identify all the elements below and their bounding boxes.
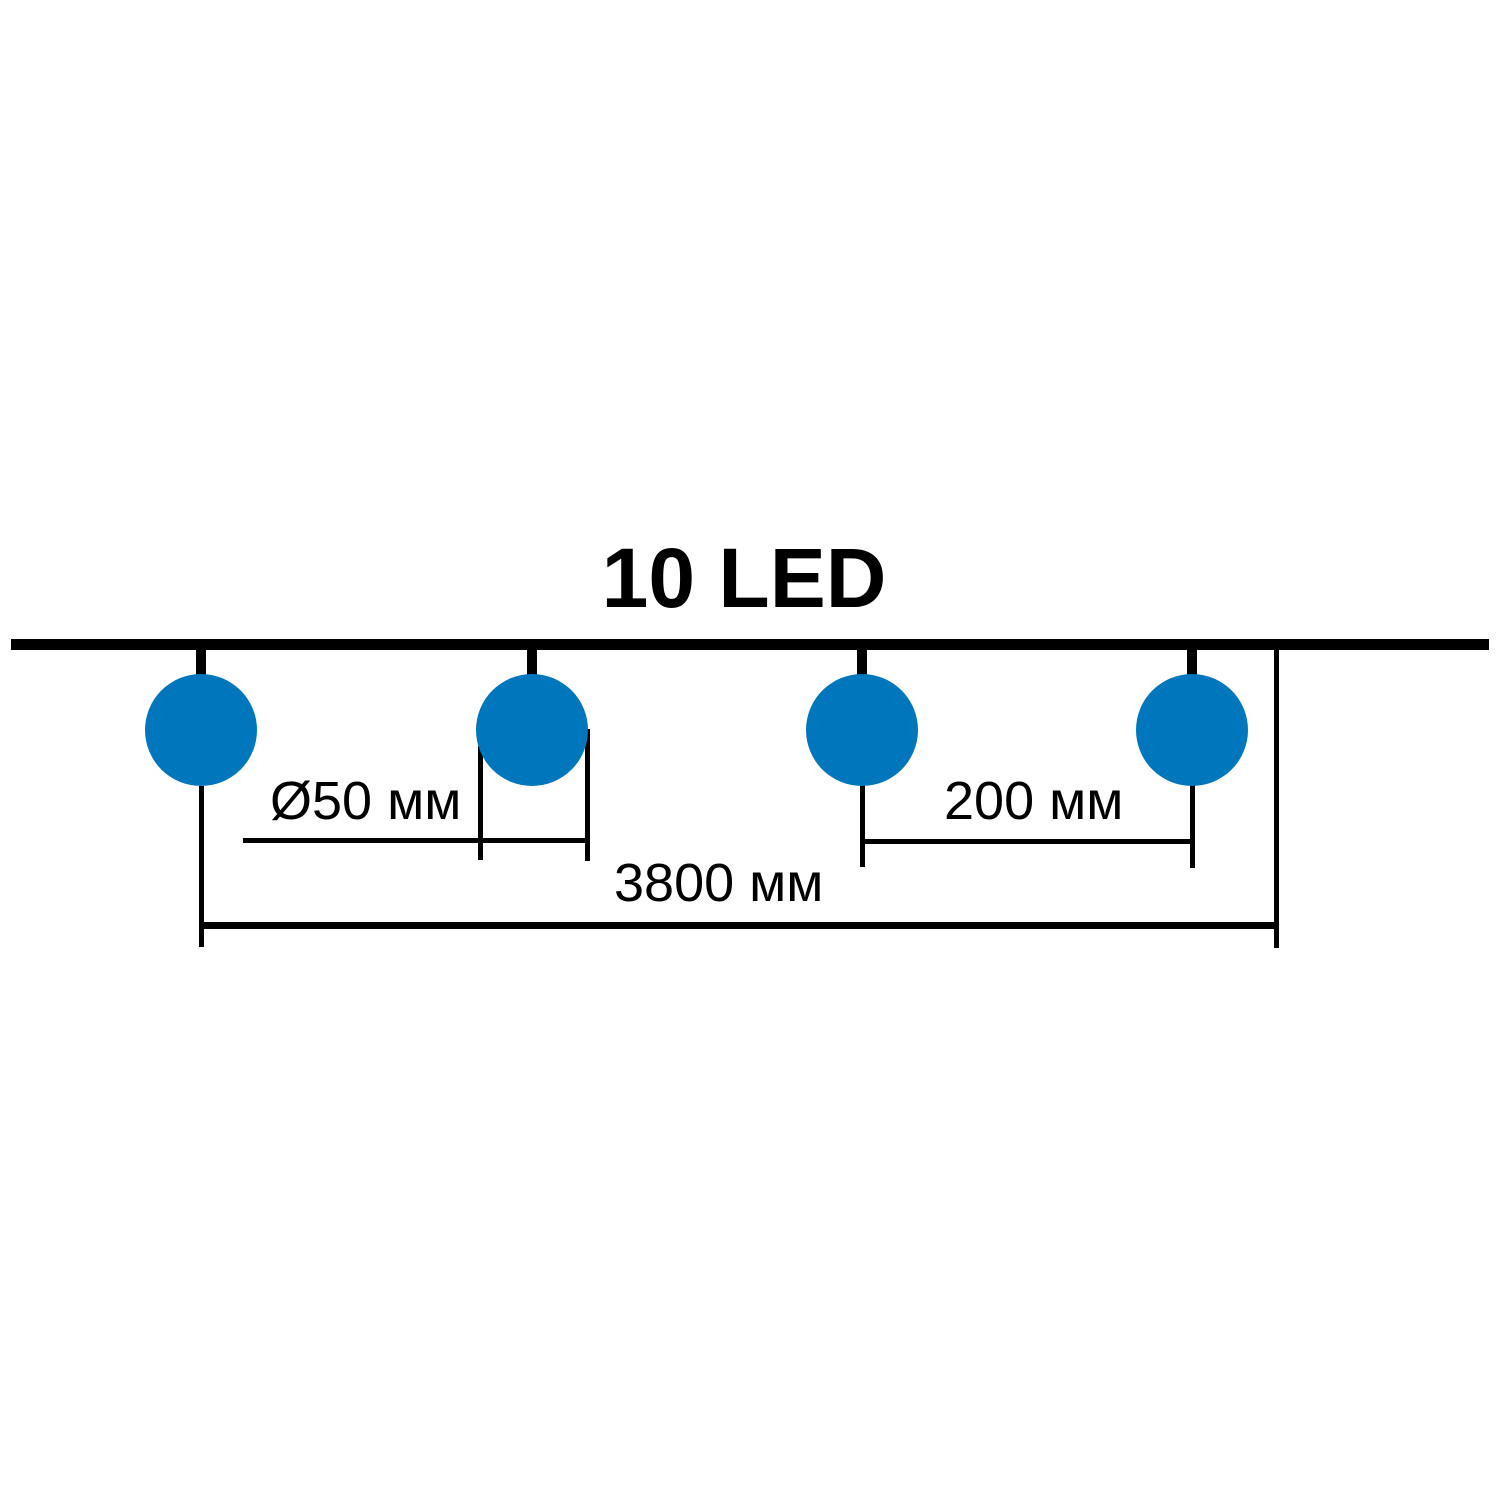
spacing-tick-left [860,784,865,867]
bulb-stem-4 [1187,648,1197,678]
diameter-label: Ø50 мм [270,771,462,831]
spacing-label: 200 мм [944,771,1124,831]
led-bulb-3 [806,674,918,786]
total-length-extension-line-right [1274,650,1279,948]
spacing-tick-right [1190,784,1195,868]
led-bulb-1 [145,674,257,786]
spacing-dimension-line [862,839,1195,844]
diameter-dimension-line [243,838,590,843]
led-bulb-2 [476,674,588,786]
bulb-stem-3 [857,648,867,678]
diagram-title: 10 LED [601,531,887,625]
total-length-extension-line-left [199,786,204,947]
bulb-stem-2 [527,648,537,678]
total-length-label: 3800 мм [614,853,824,913]
diameter-tick-left [478,746,483,860]
total-length-dimension-line [201,922,1279,929]
led-bulb-4 [1136,674,1248,786]
diameter-tick-right [585,729,590,861]
bulb-stem-1 [196,648,206,678]
string-wire [11,639,1489,650]
